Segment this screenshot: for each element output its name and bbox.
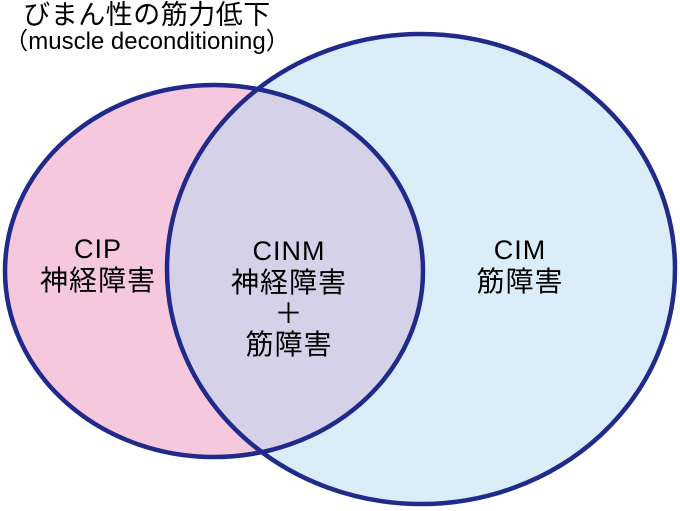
cim-abbr: CIM bbox=[493, 235, 547, 265]
cinm-plus-sign: ＋ bbox=[274, 298, 304, 329]
cip-abbr: CIP bbox=[73, 234, 123, 264]
cim-description: 筋障害 bbox=[476, 266, 564, 297]
cinm-abbr: CINM bbox=[252, 236, 326, 266]
diagram-title-japanese: びまん性の筋力低下 bbox=[23, 0, 271, 30]
diagram-title-english: （muscle deconditioning） bbox=[4, 28, 290, 56]
overlap-label-cinm: CINM 神経障害 ＋ 筋障害 bbox=[231, 236, 347, 360]
left-set-outline bbox=[2, 82, 426, 460]
cinm-description-line1: 神経障害 bbox=[230, 267, 348, 298]
cip-description: 神経障害 bbox=[39, 265, 157, 296]
right-set-outline bbox=[164, 31, 678, 507]
right-set-label-cim: CIM 筋障害 bbox=[476, 235, 563, 297]
overlap-region-shape bbox=[167, 85, 423, 457]
left-set-label-cip: CIP 神経障害 bbox=[40, 234, 156, 296]
cinm-description-line2: 筋障害 bbox=[245, 329, 333, 360]
diagram-title: びまん性の筋力低下 （muscle deconditioning） bbox=[0, 1, 294, 55]
